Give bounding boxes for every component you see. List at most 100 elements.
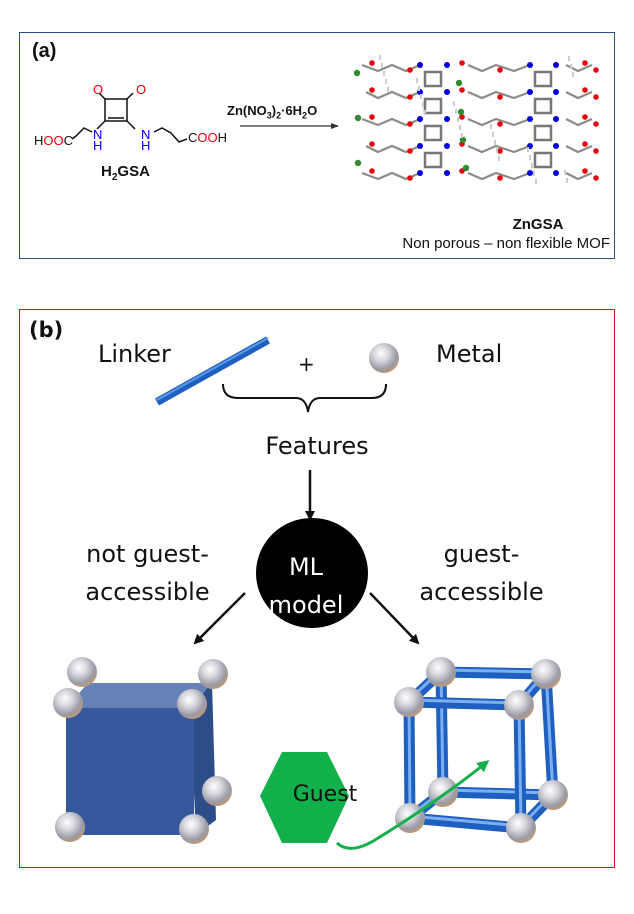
mof-zinc-atom [457, 108, 465, 116]
mof-squarate-ring [533, 97, 553, 115]
mof-nitrogen-atom [444, 89, 450, 95]
linker-label: Linker [98, 340, 171, 368]
metal-node-sphere [506, 813, 536, 843]
mof-oxygen-atom [459, 60, 465, 66]
reagent-subscript: 2 [276, 110, 282, 121]
left-acid-c: C [63, 133, 74, 148]
mof-oxygen-atom [497, 175, 503, 181]
framework-rod-highlight [407, 698, 412, 818]
mof-squarate-ring [423, 124, 443, 142]
panel-a-frame [19, 32, 615, 259]
left-chain [71, 127, 93, 140]
mof-nitrogen-atom [444, 116, 450, 122]
mof-oxygen-atom [369, 114, 375, 120]
carbonyl-bond-right [126, 92, 134, 100]
mof-chain [467, 117, 531, 127]
mof-nitrogen-atom [553, 170, 559, 176]
mof-chain [467, 144, 531, 154]
linker-rod-icon [155, 336, 270, 406]
mof-squarate-ring [423, 97, 443, 115]
mof-zinc-atom [353, 69, 361, 77]
mof-nitrogen-atom [527, 170, 533, 176]
n-bond-left [96, 120, 106, 130]
reagent-part: Zn(NO [227, 103, 267, 118]
atom-nitrogen-right: N [141, 127, 151, 142]
metal-node-sphere [426, 657, 456, 687]
mof-oxygen-atom [407, 67, 413, 73]
framework-rod [435, 666, 552, 680]
mof-nitrogen-atom [527, 116, 533, 122]
mof-chain [565, 117, 593, 127]
brace-icon [222, 383, 387, 413]
accessible-line2: accessible [419, 578, 544, 606]
mof-crystal-structure [353, 55, 599, 184]
mof-oxygen-atom [582, 60, 588, 66]
mof-oxygen-atom [497, 148, 503, 154]
mof-oxygen-atom [593, 175, 599, 181]
framework-rod [403, 696, 525, 711]
atom-nitrogen-left: N [93, 127, 103, 142]
mof-oxygen-atom [497, 94, 503, 100]
metal-node-sphere [198, 659, 228, 689]
metal-node-sphere [179, 814, 209, 844]
framework-rod [437, 786, 559, 801]
mof-oxygen-atom [593, 121, 599, 127]
metal-label: Metal [436, 340, 503, 368]
mof-oxygen-atom [582, 87, 588, 93]
mof-oxygen-atom [497, 121, 503, 127]
atom-h-left: H [93, 138, 103, 153]
right-acid-h: H [217, 130, 228, 145]
reagent-part: ) [271, 103, 277, 118]
mof-zinc-atom [354, 159, 362, 167]
mof-squarate-ring [533, 124, 553, 142]
not-accessible-line1: not guest- [86, 540, 209, 568]
left-carboxyl-group: HOOC [34, 133, 73, 148]
ml-model-line2: model [268, 591, 344, 619]
mof-nitrogen-atom [553, 116, 559, 122]
reaction-reagent: Zn(NO3)2·6H2O [227, 103, 317, 121]
linker-name-main: H [101, 163, 112, 180]
mof-zinc-atom [354, 114, 362, 122]
metal-node-sphere [394, 687, 424, 717]
mof-oxygen-atom [407, 148, 413, 154]
mof-zinc-atom [462, 164, 470, 172]
mof-oxygen-atom [369, 141, 375, 147]
framework-rod-highlight [408, 814, 523, 828]
arrow-to-accessible [369, 592, 420, 645]
mof-oxygen-atom [459, 87, 465, 93]
mof-zinc-atom [459, 136, 467, 144]
mof-chain [565, 63, 593, 73]
mof-chain [467, 90, 531, 100]
open-framework-cube-icon [394, 657, 568, 843]
linker-structure [71, 92, 188, 143]
metal-node-sphere [538, 780, 568, 810]
framework-rod [404, 812, 527, 834]
right-acid-c: C [188, 130, 198, 145]
mof-nitrogen-atom [553, 143, 559, 149]
mof-nitrogen-atom [417, 116, 423, 122]
left-acid-h: H [34, 133, 44, 148]
mof-nitrogen-atom [417, 62, 423, 68]
mof-oxygen-atom [593, 148, 599, 154]
mof-oxygen-atom [582, 168, 588, 174]
metal-node-sphere [504, 690, 534, 720]
mof-chain [467, 63, 531, 73]
mof-chain [467, 171, 531, 181]
framework-rod-highlight [517, 701, 523, 828]
mof-oxygen-atom [369, 168, 375, 174]
guest-accessible-label: guest-accessible [404, 535, 559, 611]
mof-oxygen-atom [369, 87, 375, 93]
guest-label: Guest [292, 782, 358, 807]
framework-rod-highlight [441, 788, 555, 795]
not-accessible-line2: accessible [85, 578, 210, 606]
mof-nitrogen-atom [444, 143, 450, 149]
mof-nitrogen-atom [417, 170, 423, 176]
product-name: ZnGSA [512, 216, 564, 233]
mof-nitrogen-atom [444, 62, 450, 68]
panel-b-frame [19, 309, 615, 868]
panel-b-label: (b) [29, 318, 64, 342]
reagent-part: ·6H [281, 103, 303, 118]
mof-nitrogen-atom [527, 89, 533, 95]
